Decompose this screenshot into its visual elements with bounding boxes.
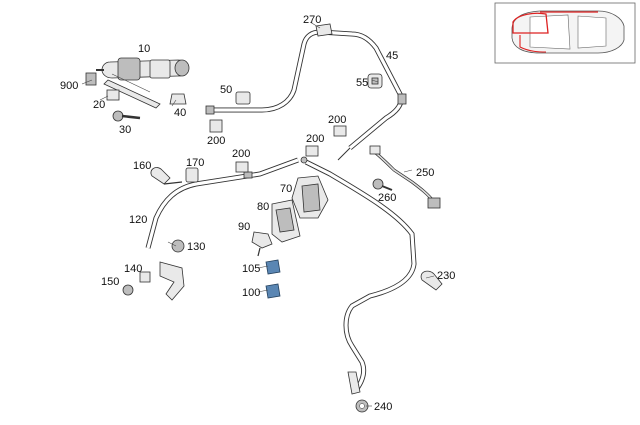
nut-150-part: [122, 284, 134, 296]
callout-90: 90: [238, 221, 250, 233]
bracket-80-part: [271, 199, 301, 243]
bracket-lower: [347, 371, 361, 395]
pump-130-part: [171, 239, 185, 253]
clip-200d-part: [235, 161, 249, 173]
grommet-40-part: [169, 93, 187, 105]
callout-55: 55: [356, 77, 368, 89]
clip-200c-part: [305, 145, 319, 157]
clip-140-part: [139, 271, 151, 283]
callout-30: 30: [119, 124, 131, 136]
nozzle-100-part: [265, 283, 281, 299]
callout-240: 240: [374, 401, 392, 413]
callout-200-top-left: 200: [207, 135, 225, 147]
callout-120: 120: [129, 214, 147, 226]
clip-200b-part: [333, 125, 347, 137]
clip-230-part: [420, 270, 443, 291]
harness-250-part: [369, 145, 441, 209]
callout-100: 100: [242, 287, 260, 299]
callout-160: 160: [133, 160, 151, 172]
callout-70: 70: [280, 183, 292, 195]
clip-200a-part: [209, 119, 223, 133]
pump-90-part: [251, 231, 273, 257]
callout-250: 250: [416, 167, 434, 179]
clip-20-part: [106, 89, 120, 101]
connector-270-part: [315, 23, 333, 37]
callout-900: 900: [60, 80, 78, 92]
pump-assembly: [85, 57, 190, 109]
screw-260-part: [372, 178, 393, 191]
callout-40: 40: [174, 107, 186, 119]
clip-170-part: [185, 167, 199, 183]
callout-20: 20: [93, 99, 105, 111]
callout-230: 230: [437, 270, 455, 282]
callout-200-right: 200: [328, 114, 346, 126]
hose-120: [145, 157, 299, 249]
callout-130: 130: [187, 241, 205, 253]
bracket-lower-left: [159, 261, 185, 301]
callout-150: 150: [101, 276, 119, 288]
callout-140: 140: [124, 263, 142, 275]
callout-10: 10: [138, 43, 150, 55]
callout-260: 260: [378, 192, 396, 204]
callout-200-mid: 200: [232, 148, 250, 160]
callout-270: 270: [303, 14, 321, 26]
vehicle-location-inset: [494, 2, 636, 64]
hose-main-right: [300, 156, 417, 392]
callout-45: 45: [386, 50, 398, 62]
callout-170: 170: [186, 157, 204, 169]
clip-50-part: [235, 91, 251, 105]
callout-105: 105: [242, 263, 260, 275]
callout-50: 50: [220, 84, 232, 96]
hose-45: [205, 29, 407, 161]
clip-160-part: [150, 167, 183, 185]
callout-200-center: 200: [306, 133, 324, 145]
nozzle-105-part: [265, 259, 281, 275]
reservoir-70-part: [291, 175, 329, 219]
callout-80: 80: [257, 201, 269, 213]
leader-lines: [81, 21, 435, 407]
screw-30-part: [112, 110, 141, 122]
